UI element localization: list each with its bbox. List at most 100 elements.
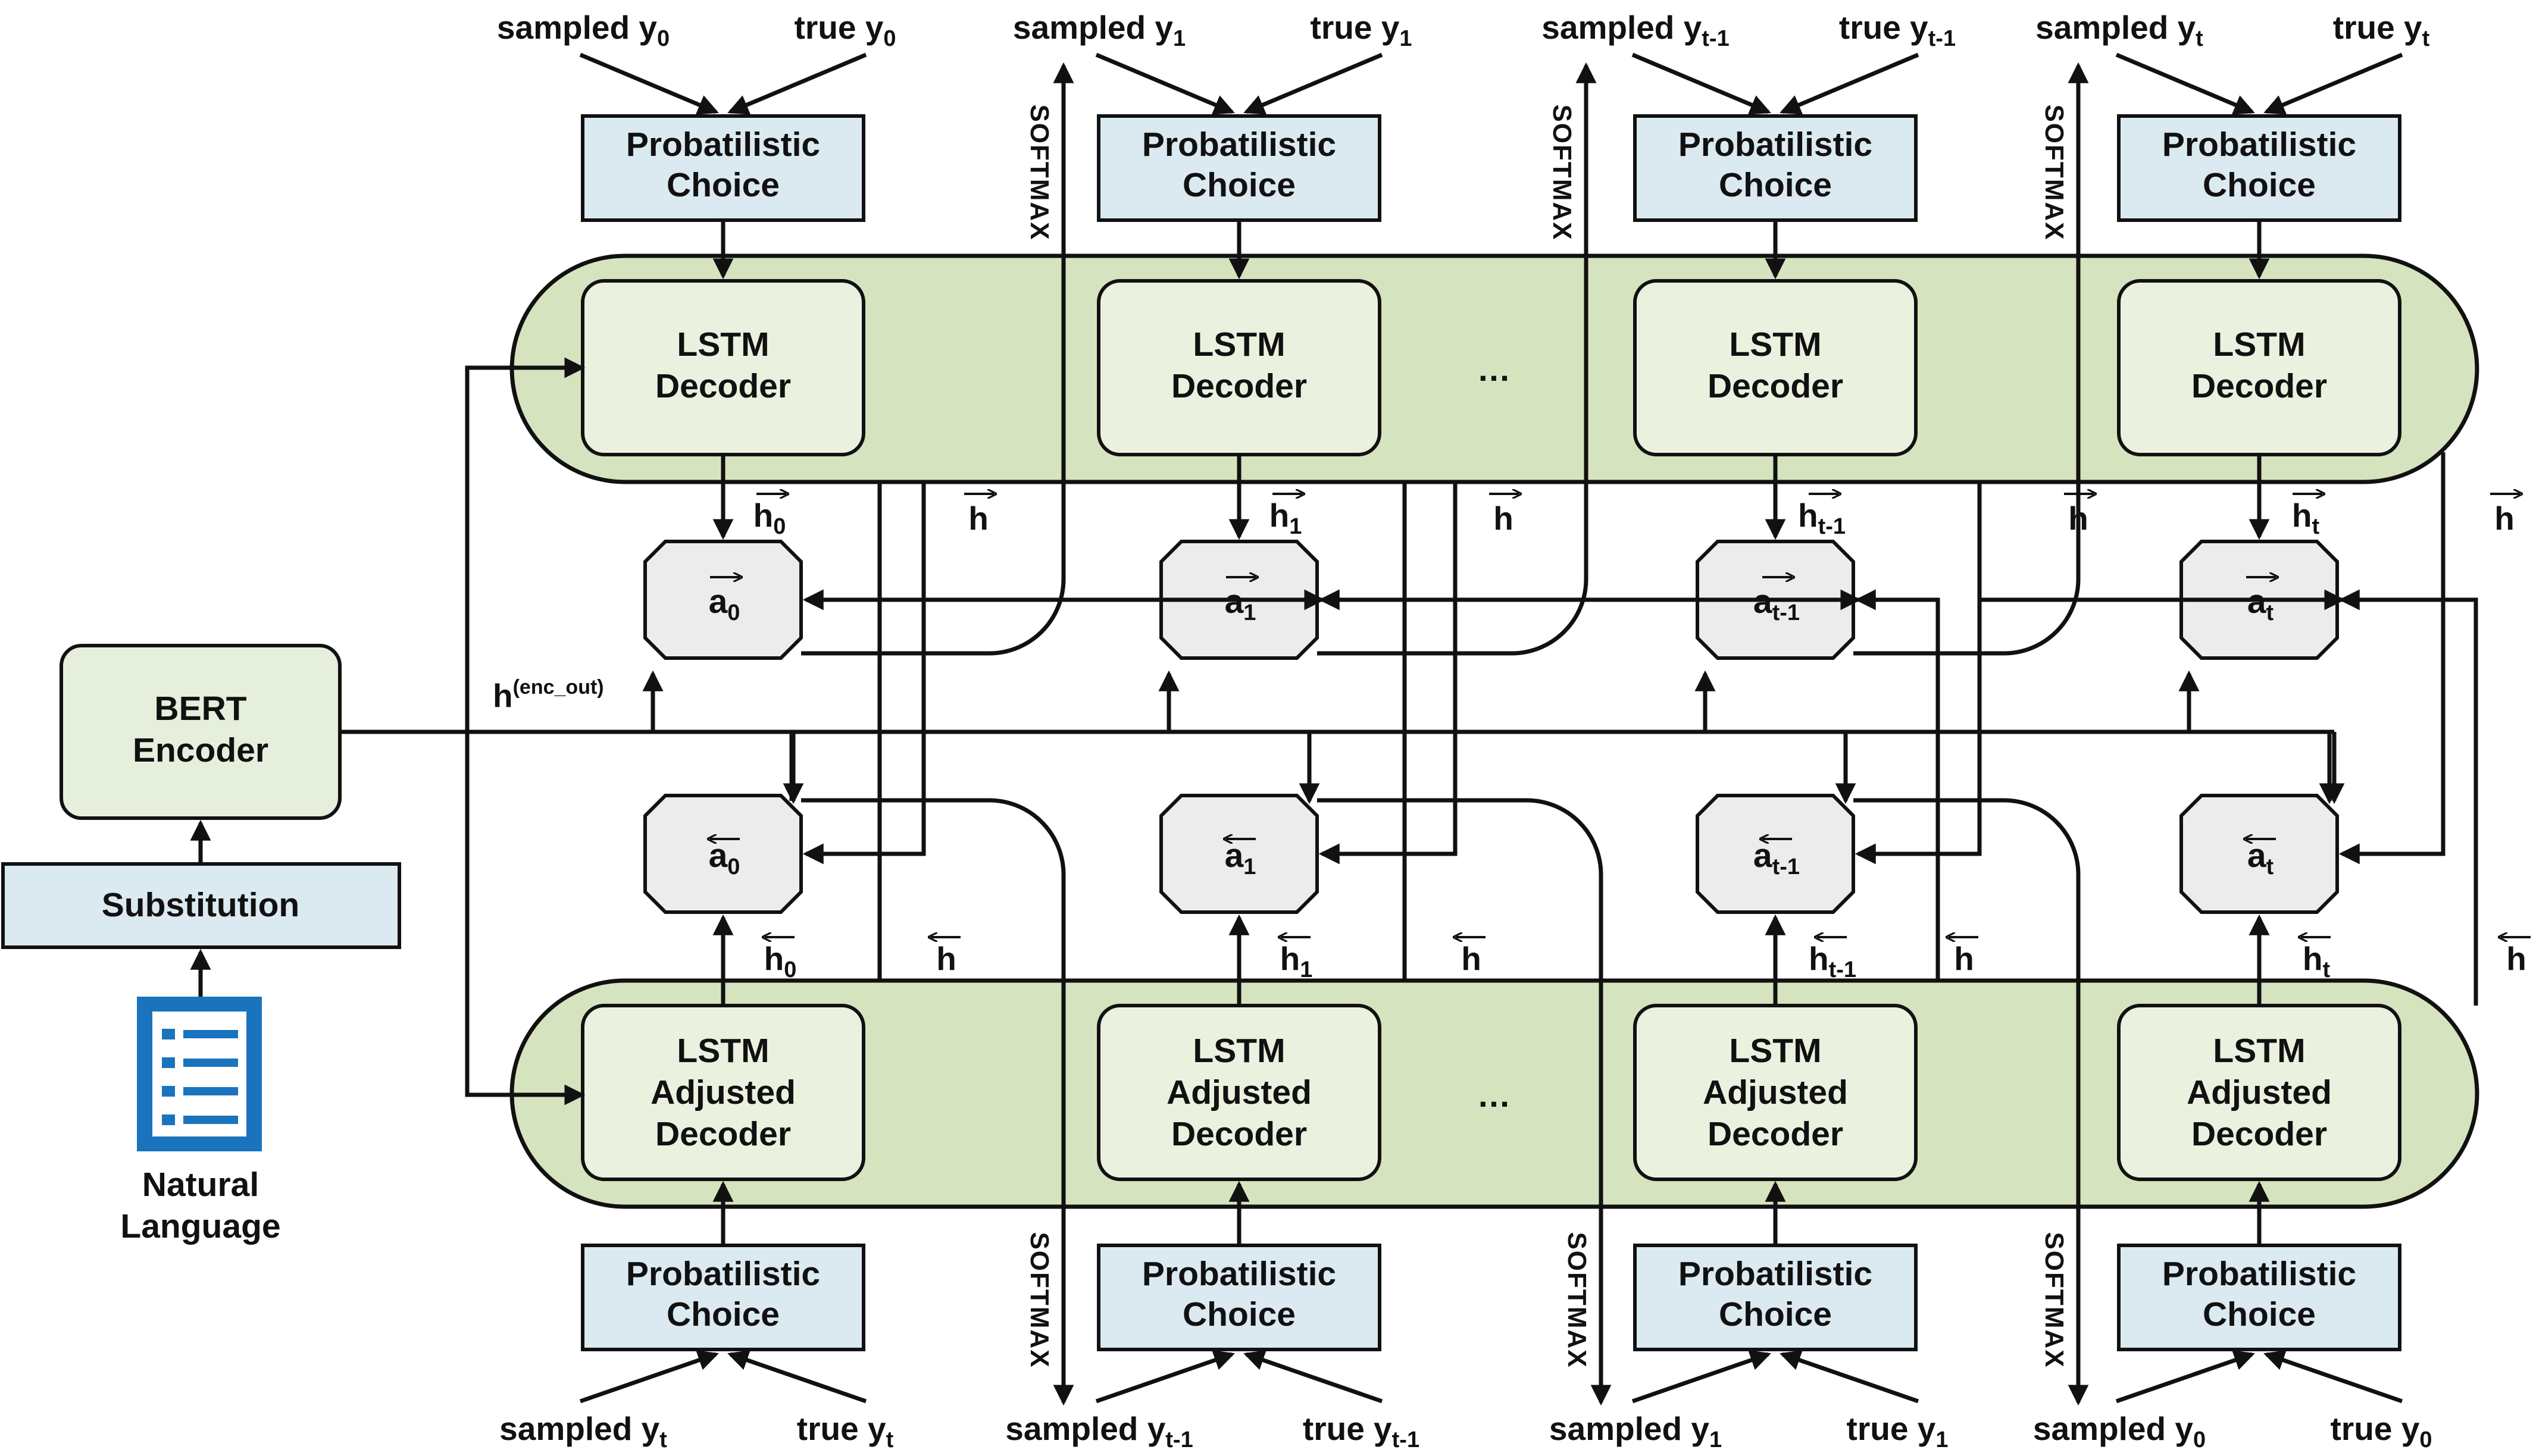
arrow-backward-h-to-forward-attention-last <box>2338 589 2478 1006</box>
bottom-true-label-3: true y0 <box>2331 1410 2432 1452</box>
document-icon-line <box>183 1087 238 1095</box>
arrow-true-to-choice-top-2 <box>1780 52 1919 115</box>
probabilistic-choice-bottom-label1-2: Probatilistic <box>1678 1255 1872 1293</box>
arrow-backward-h-to-forward-attention-0 <box>802 589 882 981</box>
text-layer: BERTEncoderSubstitutionNaturalLanguageh(… <box>102 9 2531 1452</box>
top-true-label-0: true y0 <box>795 9 896 51</box>
lstm-adjusted-label1-1: LSTM <box>1193 1032 1285 1070</box>
arrow-true-to-choice-bottom-3 <box>2263 1350 2403 1404</box>
arrow-sampled-to-choice-bottom-3 <box>2115 1350 2255 1404</box>
bottom-sampled-label-2: sampled y1 <box>1549 1410 1722 1452</box>
probabilistic-choice-bottom-label2-2: Choice <box>1719 1295 1832 1333</box>
softmax-top-label-0: SOFTMAX <box>1025 104 1054 240</box>
lstm-adjusted-label1-2: LSTM <box>1729 1032 1821 1070</box>
probabilistic-choice-top-label2-0: Choice <box>667 166 780 204</box>
probabilistic-choice-top-label1-2: Probatilistic <box>1678 126 1872 164</box>
decoder-band-bottom <box>509 978 2479 1209</box>
probabilistic-choice-top-label1-0: Probatilistic <box>626 126 820 164</box>
arrow-softmax-top-2 <box>1853 62 2089 656</box>
arrow-backward-h-to-forward-attention-1 <box>1318 589 1407 981</box>
natural-language-label-line1: Natural <box>142 1166 259 1204</box>
bert-encoder-title: BERT <box>154 690 246 728</box>
arrow-softmax-bottom-2 <box>1853 798 2089 1406</box>
top-sampled-label-3: sampled yt <box>2035 9 2203 51</box>
probabilistic-choice-bottom-label2-1: Choice <box>1183 1295 1296 1333</box>
document-icon-bullet <box>162 1114 175 1125</box>
arrow-true-to-choice-bottom-1 <box>1243 1350 1383 1404</box>
lstm-decoder-label1-2: LSTM <box>1729 325 1821 364</box>
probabilistic-choice-top-label2-3: Choice <box>2203 166 2316 204</box>
probabilistic-choice-top-label1-3: Probatilistic <box>2162 126 2356 164</box>
document-list-icon <box>137 997 262 1151</box>
arrow-sampled-to-choice-bottom-0 <box>579 1350 719 1404</box>
probabilistic-choice-top-0 <box>581 114 865 222</box>
forward-h-label-1: h <box>1493 500 1513 537</box>
arrow-h-to-backward-attention-0 <box>802 482 926 865</box>
softmax-top-label-1: SOFTMAX <box>1547 104 1577 240</box>
probabilistic-choice-bottom-0 <box>581 1244 865 1351</box>
document-icon-bullet <box>162 1057 175 1068</box>
arrow-enc-to-bottom-decoder <box>465 732 586 1106</box>
lstm-decoder-label1-3: LSTM <box>2213 325 2305 364</box>
backward-hidden-state-label-1: h1 <box>1280 940 1313 982</box>
forward-attention-label-0: a0 <box>709 583 740 625</box>
substitution-box <box>1 862 401 949</box>
arrow-true-to-choice-top-3 <box>2263 52 2403 115</box>
probabilistic-choice-top-label2-1: Choice <box>1183 166 1296 204</box>
document-icon-line <box>183 1030 238 1038</box>
arrow-sampled-to-choice-top-2 <box>1631 52 1771 115</box>
bottom-sampled-label-0: sampled yt <box>499 1410 667 1452</box>
lstm-decoder-label2-2: Decoder <box>1708 367 1843 405</box>
forward-attention-node-0 <box>643 540 803 660</box>
substitution-label: Substitution <box>102 886 299 924</box>
softmax-bottom-label-0: SOFTMAX <box>1025 1232 1054 1368</box>
arrow-enc-to-top-decoder <box>465 357 586 732</box>
lstm-adjusted-label3-3: Decoder <box>2191 1115 2327 1153</box>
probabilistic-choice-bottom-label2-0: Choice <box>667 1295 780 1333</box>
bottom-true-label-0: true yt <box>797 1410 894 1452</box>
bottom-true-label-2: true y1 <box>1847 1410 1949 1452</box>
arrow-sampled-to-choice-bottom-1 <box>1095 1350 1235 1404</box>
arrow-sampled-to-choice-top-1 <box>1095 52 1235 115</box>
wire-layer <box>190 52 2478 1406</box>
probabilistic-choice-top-label1-1: Probatilistic <box>1142 126 1336 164</box>
backward-h-label-2: h <box>1954 940 1974 977</box>
probabilistic-choice-bottom-label1-0: Probatilistic <box>626 1255 820 1293</box>
arrow-softmax-top-0 <box>801 62 1074 656</box>
softmax-bottom-label-2: SOFTMAX <box>2040 1232 2069 1368</box>
forward-hidden-state-label-3: ht <box>2292 497 2320 539</box>
forward-attention-label-3: at <box>2247 583 2274 625</box>
arrow-forward-h-to-backward-attention-last <box>2338 452 2446 865</box>
forward-hidden-state-label-0: h0 <box>753 497 786 539</box>
backward-h-label-0: h <box>936 940 956 977</box>
top-true-label-3: true yt <box>2333 9 2430 51</box>
forward-h-label-2: h <box>2068 500 2088 537</box>
lstm-decoder-label2-1: Decoder <box>1171 367 1307 405</box>
arrow-softmax-bottom-1 <box>1317 798 1612 1406</box>
lstm-adjusted-label2-2: Adjusted <box>1703 1073 1848 1111</box>
document-icon-line <box>183 1116 238 1124</box>
probabilistic-choice-bottom-2 <box>1633 1244 1918 1351</box>
document-icon-line <box>183 1059 238 1067</box>
probabilistic-choice-bottom-3 <box>2117 1244 2401 1351</box>
softmax-top-label-2: SOFTMAX <box>2040 104 2069 240</box>
arrow-h-to-backward-attention-1 <box>1318 482 1458 865</box>
probabilistic-choice-bottom-label2-3: Choice <box>2203 1295 2316 1333</box>
lstm-decoder-label2-3: Decoder <box>2191 367 2327 405</box>
arrow-sampled-to-choice-top-3 <box>2115 52 2255 115</box>
probabilistic-choice-bottom-label1-1: Probatilistic <box>1142 1255 1336 1293</box>
ellipsis-bottom: … <box>1477 1076 1511 1114</box>
top-sampled-label-1: sampled y1 <box>1013 9 1186 51</box>
softmax-bottom-label-1: SOFTMAX <box>1562 1232 1591 1368</box>
backward-attention-label-2: at-1 <box>1753 837 1800 879</box>
bottom-sampled-label-3: sampled y0 <box>2033 1410 2206 1452</box>
backward-hidden-state-label-3: ht <box>2303 940 2331 982</box>
forward-h-label-0: h <box>968 500 989 537</box>
arrow-sampled-to-choice-bottom-2 <box>1631 1350 1771 1404</box>
backward-hidden-state-label-2: ht-1 <box>1809 940 1856 982</box>
lstm-adjusted-label2-0: Adjusted <box>651 1073 796 1111</box>
probabilistic-choice-bottom-1 <box>1097 1244 1381 1351</box>
probabilistic-choice-top-label2-2: Choice <box>1719 166 1832 204</box>
top-sampled-label-0: sampled y0 <box>497 9 670 51</box>
